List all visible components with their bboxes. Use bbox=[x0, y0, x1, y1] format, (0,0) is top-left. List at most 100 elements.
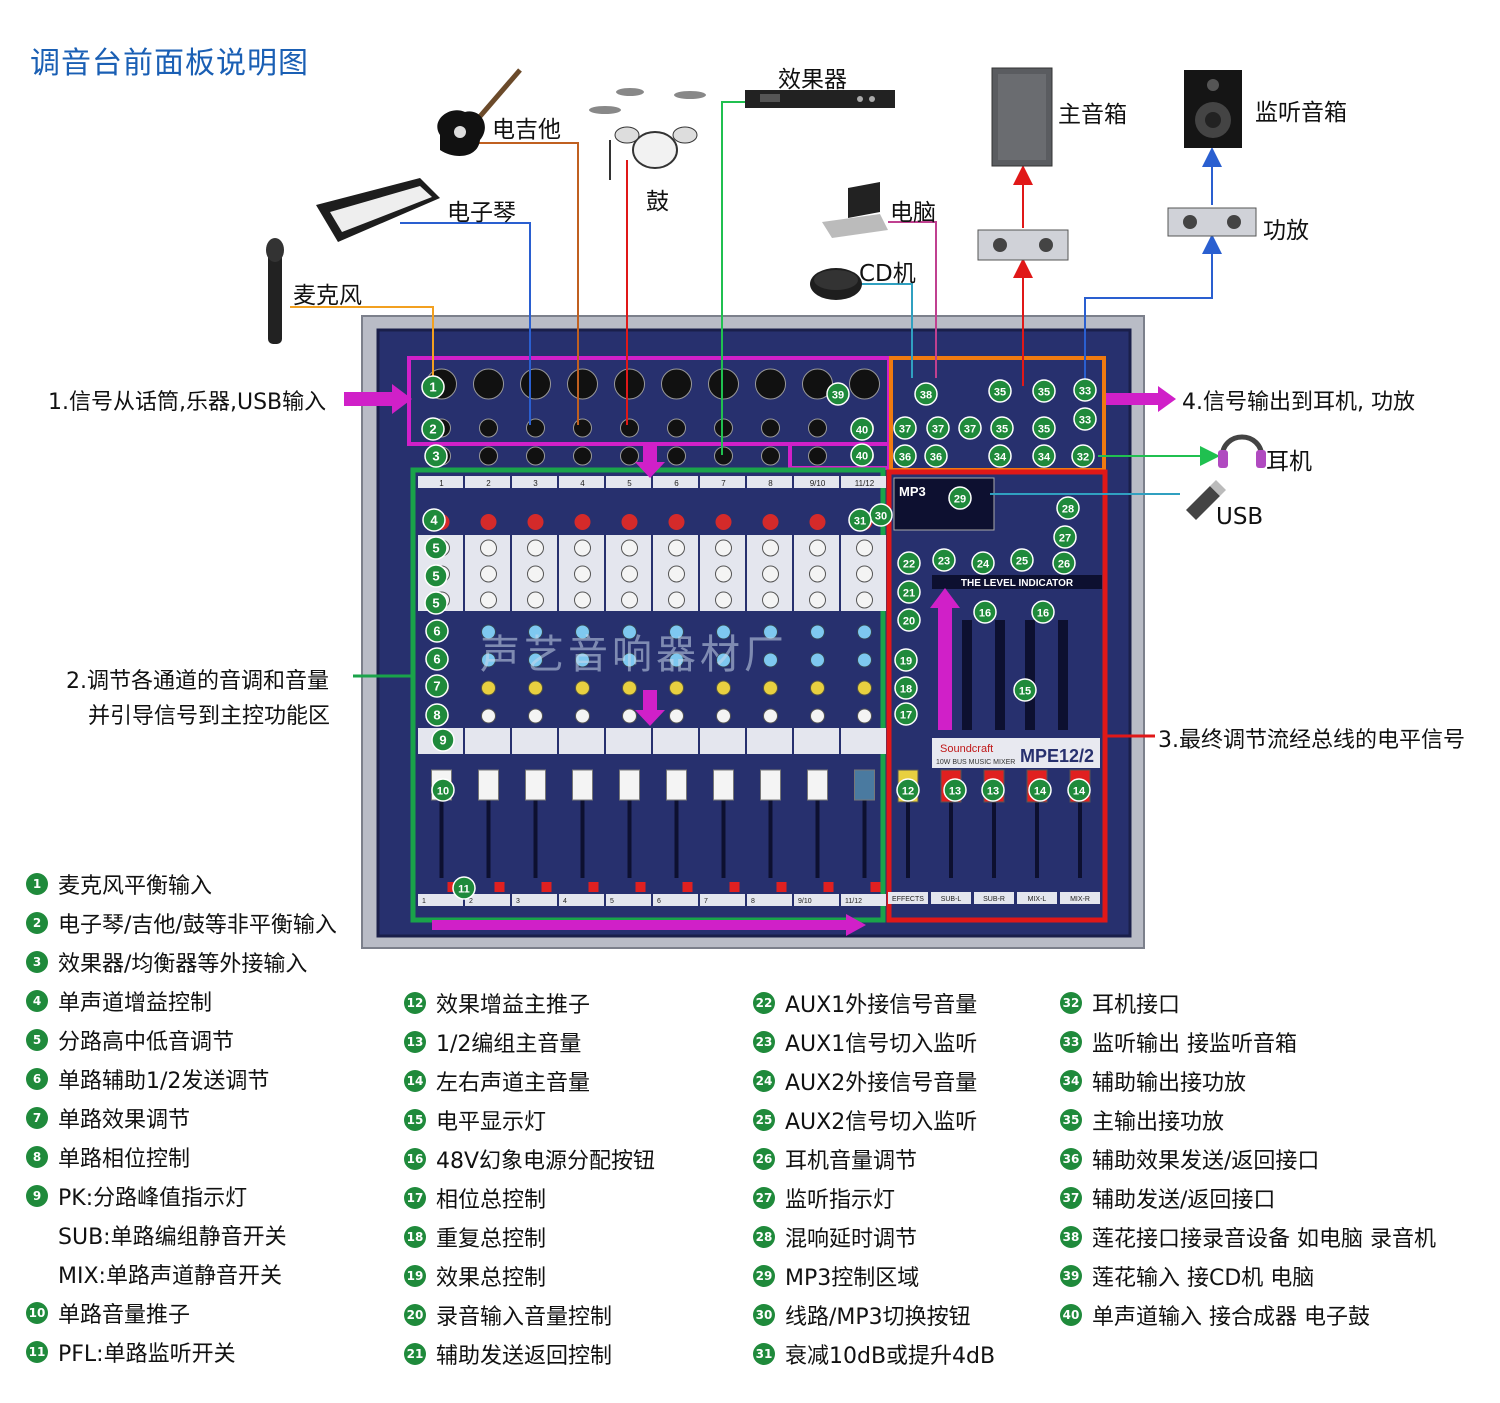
legend-number-badge: 13 bbox=[404, 1030, 426, 1053]
channel-number-label: 8 bbox=[768, 479, 773, 488]
aux-knob bbox=[857, 624, 872, 640]
keyboard-cable bbox=[400, 222, 531, 425]
channel-fader-cap bbox=[478, 769, 499, 801]
aux-knob bbox=[810, 624, 825, 640]
master-fader-track bbox=[992, 772, 996, 878]
channel-fader-cap bbox=[666, 769, 687, 801]
number-badge: 20 bbox=[897, 608, 921, 632]
channel-fader-cap bbox=[760, 769, 781, 801]
number-badge-text: 22 bbox=[903, 559, 915, 571]
number-badge: 35 bbox=[988, 379, 1012, 403]
number-badge: 13 bbox=[981, 778, 1005, 802]
mp3-display bbox=[893, 477, 995, 531]
number-badge: 33 bbox=[1073, 407, 1097, 431]
legend-number-badge: 16 bbox=[404, 1147, 426, 1170]
legend-text: 效果器/均衡器等外接输入 bbox=[58, 951, 308, 977]
channel-bottom-label: 4 bbox=[563, 898, 567, 905]
eq-knob bbox=[621, 539, 638, 557]
number-badge-text: 23 bbox=[938, 556, 950, 568]
eq-knob bbox=[715, 565, 732, 583]
drums-icon bbox=[589, 88, 706, 180]
legend-text: 相位总控制 bbox=[436, 1187, 547, 1213]
channel-bottom-plate bbox=[418, 894, 463, 906]
legend-number-badge: 21 bbox=[404, 1342, 426, 1365]
pfl-button bbox=[776, 882, 787, 892]
number-badge: 23 bbox=[932, 548, 956, 572]
gain-knob bbox=[762, 514, 779, 530]
legend-number-badge: 38 bbox=[1060, 1225, 1082, 1248]
number-badge-text: 37 bbox=[899, 424, 911, 436]
eq-knob bbox=[668, 539, 685, 557]
number-badge-text: 4 bbox=[430, 513, 438, 528]
number-badge-text: 25 bbox=[1016, 556, 1028, 568]
legend-text: 麦克风平衡输入 bbox=[58, 873, 213, 899]
channel-bottom-label: 2 bbox=[469, 898, 473, 905]
legend-number-badge: 32 bbox=[1060, 991, 1082, 1014]
number-badge-text: 16 bbox=[979, 608, 991, 620]
legend-text: 48V幻象电源分配按钮 bbox=[436, 1148, 656, 1174]
headphone-icon bbox=[1218, 434, 1266, 468]
legend-number-badge bbox=[26, 1263, 48, 1285]
effects-knob bbox=[622, 680, 637, 696]
legend-text: 1/2编组主音量 bbox=[436, 1031, 582, 1057]
insert-jack bbox=[714, 446, 733, 466]
legend-text: 监听指示灯 bbox=[785, 1187, 896, 1213]
number-badge: 36 bbox=[924, 444, 948, 468]
channel-number-label: 2 bbox=[486, 479, 491, 488]
aux-knob bbox=[810, 652, 825, 668]
guitar-icon bbox=[437, 68, 522, 156]
number-badge-text: 39 bbox=[832, 390, 844, 402]
pan-knob bbox=[716, 708, 731, 724]
legend-number-badge: 11 bbox=[26, 1340, 48, 1363]
master-bottom-label: EFFECTS bbox=[892, 896, 924, 903]
legend-number-badge: 40 bbox=[1060, 1303, 1082, 1326]
eq-knob bbox=[621, 591, 638, 609]
gain-knob bbox=[527, 514, 544, 530]
channel-number-plate bbox=[512, 476, 557, 488]
line-jack bbox=[573, 418, 592, 438]
pfl-button bbox=[729, 882, 740, 892]
legend-text: 单路辅助1/2发送调节 bbox=[58, 1068, 270, 1094]
fader-track bbox=[862, 772, 867, 878]
eq-knob bbox=[574, 565, 591, 583]
eq-knob bbox=[621, 565, 638, 583]
aux-knob bbox=[575, 624, 590, 640]
input-callout: 1.信号从话筒,乐器,USB输入 bbox=[48, 390, 327, 415]
channel-number-plate bbox=[606, 476, 651, 488]
gain-knob bbox=[480, 514, 497, 530]
number-badge: 5 bbox=[424, 591, 448, 615]
number-badge: 21 bbox=[897, 580, 921, 604]
legend-number-badge: 37 bbox=[1060, 1186, 1082, 1209]
mute-button-row bbox=[606, 728, 651, 754]
number-badge: 14 bbox=[1028, 778, 1052, 802]
legend-number-badge: 35 bbox=[1060, 1108, 1082, 1131]
number-badge: 2 bbox=[421, 417, 445, 441]
channel-bottom-plate bbox=[465, 894, 510, 906]
channel-bottom-plate bbox=[794, 894, 839, 906]
pan-knob bbox=[669, 708, 684, 724]
number-badge-text: 5 bbox=[432, 569, 439, 584]
master-bottom-plate bbox=[1017, 892, 1057, 904]
channel-number-plate bbox=[418, 476, 463, 488]
legend-text: AUX2外接信号音量 bbox=[785, 1070, 978, 1096]
number-badge: 37 bbox=[958, 416, 982, 440]
channel-number-plate bbox=[653, 476, 698, 488]
level-indicator-label: THE LEVEL INDICATOR bbox=[961, 578, 1074, 589]
legend-text: 混响延时调节 bbox=[785, 1226, 918, 1252]
legend-number-badge: 1 bbox=[26, 872, 48, 895]
legend-number-badge: 10 bbox=[26, 1301, 48, 1324]
pfl-button bbox=[494, 882, 505, 892]
usb-label: USB bbox=[1216, 504, 1264, 530]
channel-number-plate bbox=[559, 476, 604, 488]
aux-knob bbox=[622, 652, 637, 668]
channel-fader-cap bbox=[525, 769, 546, 801]
aux-knob bbox=[481, 624, 496, 640]
channel-bottom-label: 9/10 bbox=[798, 898, 812, 905]
channel-strip: 66 bbox=[653, 368, 698, 906]
